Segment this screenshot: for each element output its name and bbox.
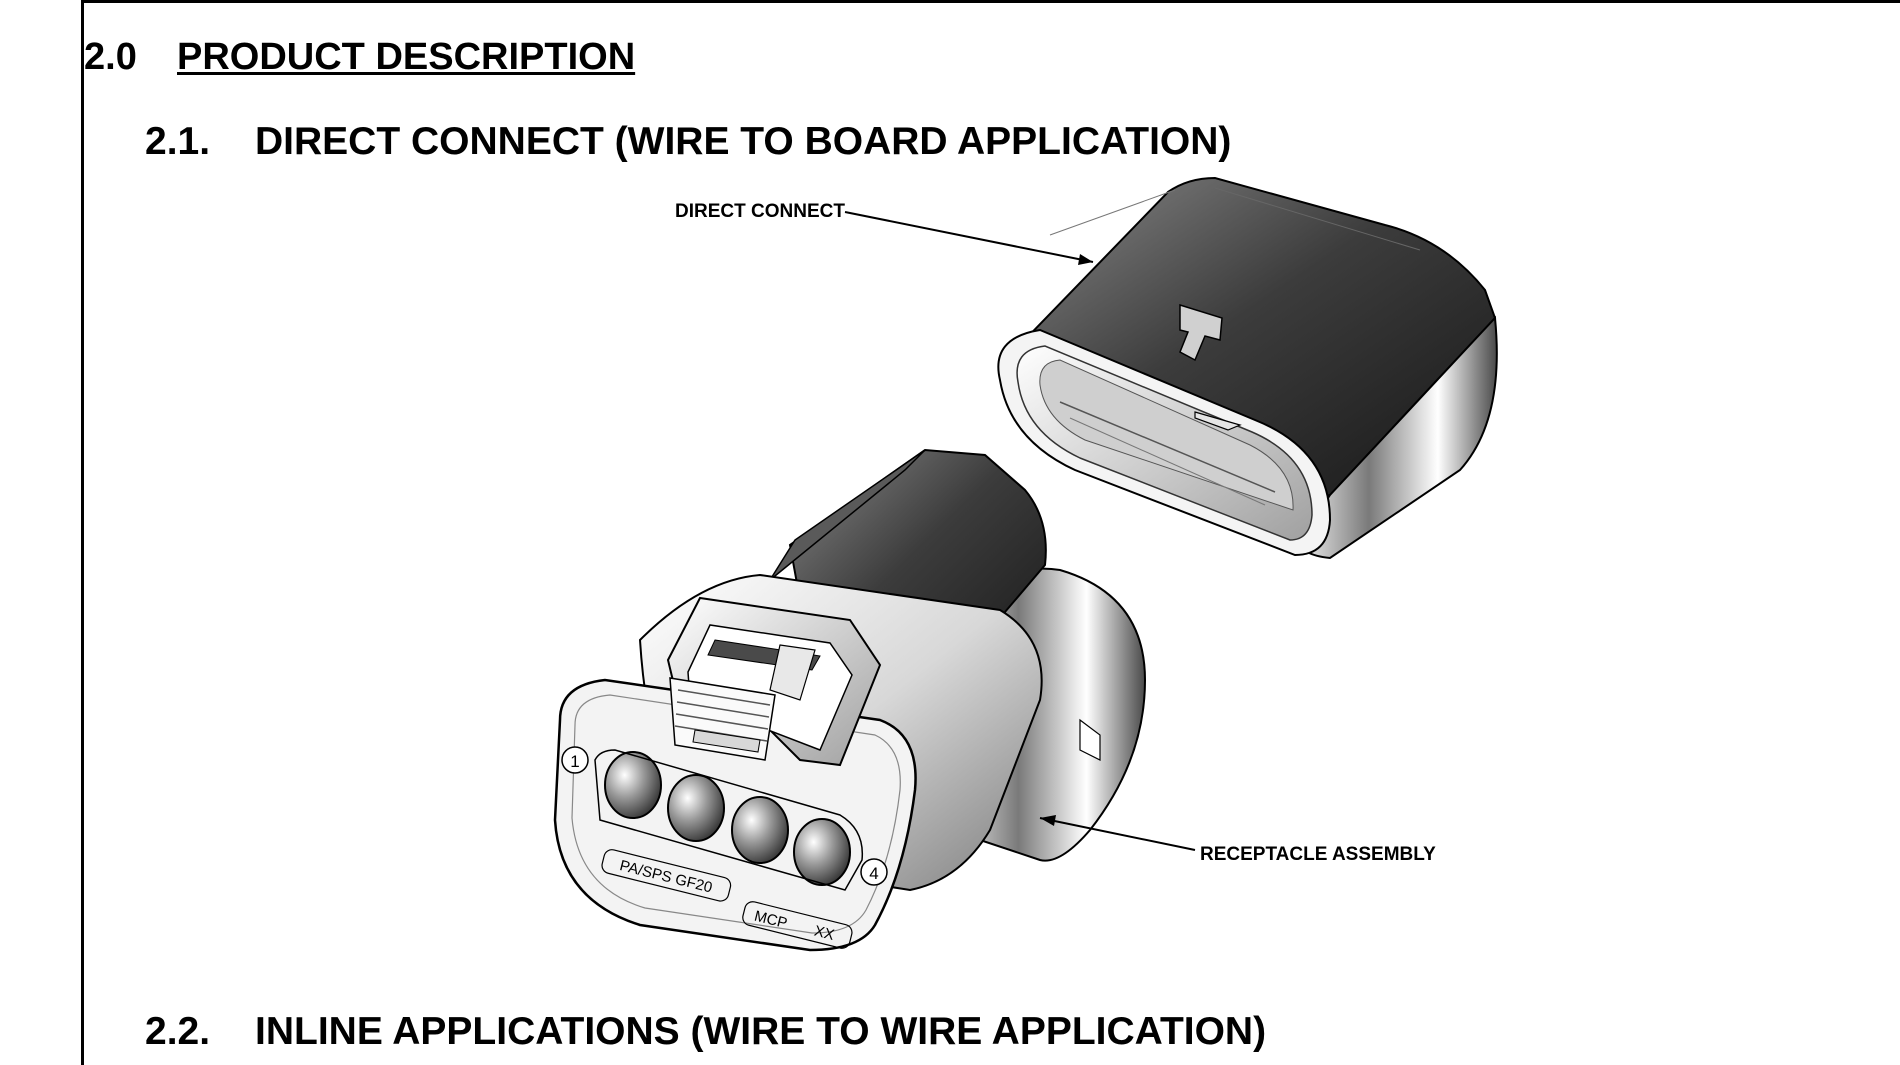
section-title: PRODUCT DESCRIPTION [177, 36, 636, 78]
callout-receptacle-assembly: RECEPTACLE ASSEMBLY [1039, 815, 1436, 865]
subsection-2-2-number: 2.2. [145, 1010, 211, 1053]
callout-direct-connect-leader [844, 211, 1094, 263]
pin-1-marker [561, 746, 589, 774]
section-number: 2.0 [84, 36, 137, 78]
direct-connect-header-drawing [997, 176, 1498, 560]
callout-receptacle-assembly-arrowhead [1040, 815, 1056, 826]
pin-1-label: 1 [570, 752, 579, 771]
code-marking-text: XX [812, 923, 836, 944]
pin-4-label: 4 [869, 864, 878, 883]
subsection-2-1-title: DIRECT CONNECT (WIRE TO BOARD APPLICATIO… [255, 120, 1232, 163]
callout-receptacle-assembly-label: RECEPTACLE ASSEMBLY [1200, 844, 1436, 865]
subsection-2-1-number: 2.1. [145, 120, 211, 163]
receptacle-assembly-drawing: 1 4 PA/SPS GF20 MCP XX [553, 448, 1147, 952]
page-border-top [81, 0, 1900, 3]
callout-receptacle-assembly-leader [1039, 817, 1196, 851]
callout-direct-connect-label: DIRECT CONNECT [675, 201, 845, 222]
callout-direct-connect: DIRECT CONNECT [675, 201, 1094, 265]
page-border-left [81, 0, 84, 1065]
pin-4-marker [860, 858, 888, 886]
callout-direct-connect-arrowhead [1078, 254, 1093, 265]
subsection-2-2-title: INLINE APPLICATIONS (WIRE TO WIRE APPLIC… [255, 1010, 1267, 1053]
